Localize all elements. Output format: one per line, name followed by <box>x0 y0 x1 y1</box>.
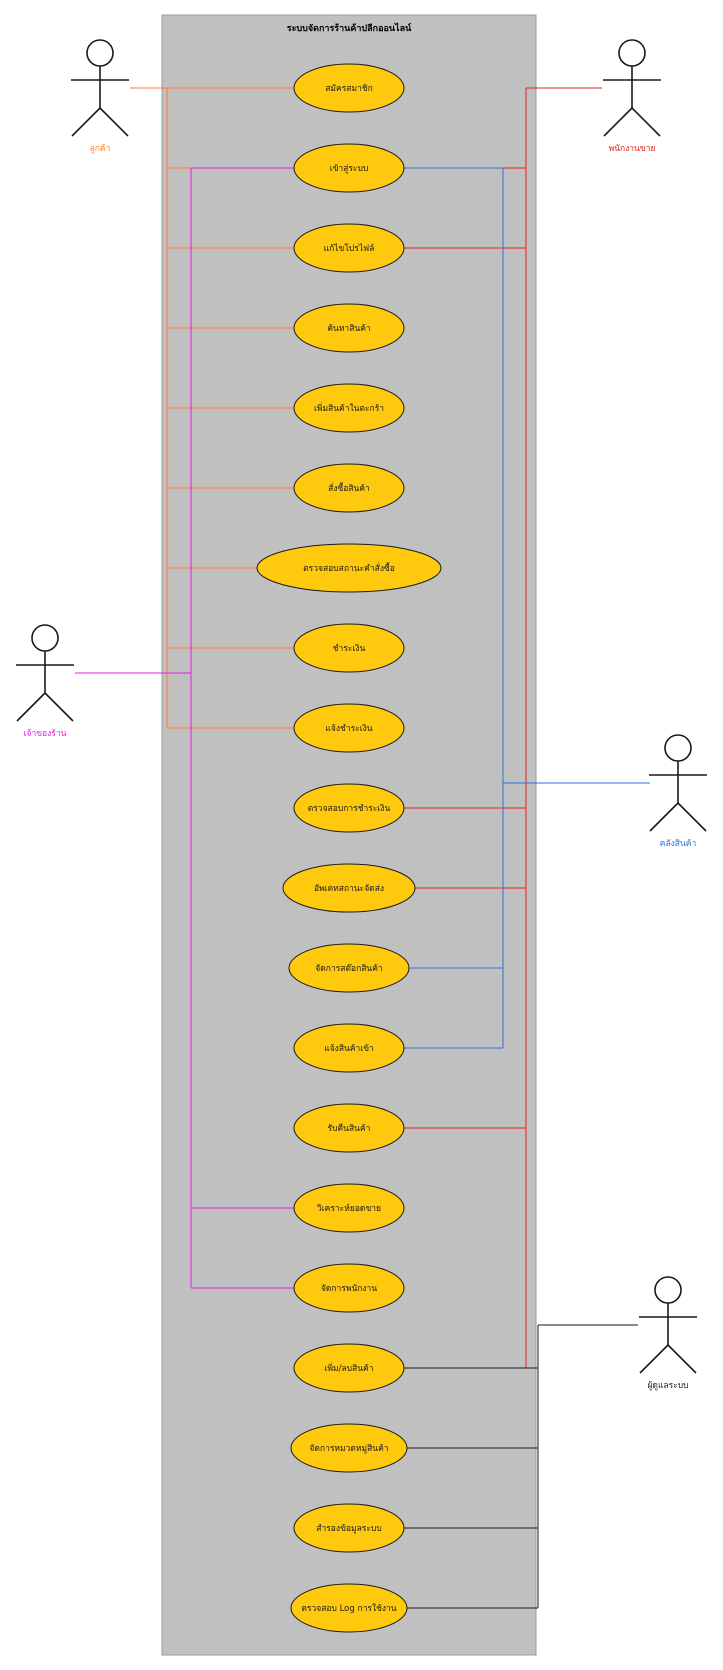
actor-leg-icon <box>631 107 661 137</box>
use-case-label: จัดการหมวดหมู่สินค้า <box>309 1443 388 1454</box>
use-case-edit-profile: แก้ไขโปรไฟล์ <box>293 223 405 273</box>
use-case-notify-pay: แจ้งชำระเงิน <box>293 703 405 753</box>
use-case-label: รับคืนสินค้า <box>328 1123 371 1134</box>
use-case-ellipse <box>293 1263 405 1313</box>
use-case-stock: จัดการสต๊อกสินค้า <box>288 943 410 993</box>
use-case-label: แจ้งสินค้าเข้า <box>324 1043 374 1054</box>
actors: ลูกค้า พนักงานขายเจ้าของร้านคลังสินค้าผู้… <box>16 39 707 1391</box>
use-case-label: วิเคราะห์ยอดขาย <box>317 1203 381 1214</box>
use-case-ellipse <box>293 783 405 833</box>
use-case-check-pay: ตรวจสอบการชำระเงิน <box>293 783 405 833</box>
use-case-return: รับคืนสินค้า <box>293 1103 405 1153</box>
actor-leg-icon <box>71 107 101 137</box>
use-case-ellipse <box>293 623 405 673</box>
use-case-label: ค้นหาสินค้า <box>327 323 370 334</box>
actor-leg-icon <box>16 692 46 722</box>
use-case-label: จัดการสต๊อกสินค้า <box>315 963 382 974</box>
use-case-check-order: ตรวจสอบสถานะคำสั่งซื้อ <box>256 543 442 593</box>
use-case-ellipse <box>293 1343 405 1393</box>
use-case-label: เพิ่มสินค้าในตะกร้า <box>314 402 384 414</box>
use-cases: สมัครสมาชิกเข้าสู่ระบบแก้ไขโปรไฟล์ค้นหาส… <box>256 63 442 1633</box>
use-case-order: สั่งซื้อสินค้า <box>293 463 405 513</box>
use-case-update-ship: อัพเดทสถานะจัดส่ง <box>282 863 416 913</box>
use-case-search: ค้นหาสินค้า <box>293 303 405 353</box>
actor-head-icon <box>654 1276 682 1304</box>
use-case-ellipse <box>293 463 405 513</box>
association-lines <box>75 87 650 1609</box>
actor-leg-icon <box>667 1344 697 1374</box>
use-case-backup: สำรองข้อมูลระบบ <box>293 1503 405 1553</box>
actor-label: ผู้ดูแลระบบ <box>647 1380 688 1391</box>
use-case-ellipse <box>293 383 405 433</box>
use-case-ellipse <box>293 1183 405 1233</box>
use-case-label: เข้าสู่ระบบ <box>330 163 369 174</box>
use-case-ellipse <box>288 943 410 993</box>
use-case-ellipse <box>293 1023 405 1073</box>
use-case-label: ชำระเงิน <box>333 644 366 654</box>
use-case-label: สั่งซื้อสินค้า <box>328 482 370 494</box>
actor-leg-icon <box>649 802 679 832</box>
use-case-label: จัดการพนักงาน <box>321 1284 377 1294</box>
use-case-label: ตรวจสอบสถานะคำสั่งซื้อ <box>303 562 395 574</box>
use-case-ellipse <box>293 223 405 273</box>
actor-head-icon <box>86 39 114 67</box>
use-case-staff: จัดการพนักงาน <box>293 1263 405 1313</box>
actor-head-icon <box>618 39 646 67</box>
use-case-ellipse <box>282 863 416 913</box>
use-case-pay: ชำระเงิน <box>293 623 405 673</box>
actor-leg-icon <box>99 107 129 137</box>
use-case-category: จัดการหมวดหมู่สินค้า <box>290 1423 408 1473</box>
use-case-ellipse <box>293 1103 405 1153</box>
actor-leg-icon <box>44 692 74 722</box>
actor-admin: ผู้ดูแลระบบ <box>639 1276 697 1391</box>
actor-head-icon <box>664 734 692 762</box>
actor-owner: เจ้าของร้าน <box>16 624 74 739</box>
actor-head-icon <box>31 624 59 652</box>
actor-leg-icon <box>639 1344 669 1374</box>
actor-label: พนักงานขาย <box>609 144 656 154</box>
use-case-ellipse <box>256 543 442 593</box>
use-case-ellipse <box>293 63 405 113</box>
actor-sales: พนักงานขาย <box>603 39 661 154</box>
use-case-label: ตรวจสอบการชำระเงิน <box>308 804 391 814</box>
use-case-ellipse <box>290 1583 408 1633</box>
use-case-log: ตรวจสอบ Log การใช้งาน <box>290 1583 408 1633</box>
use-case-ellipse <box>293 703 405 753</box>
use-case-ellipse <box>293 303 405 353</box>
use-case-ellipse <box>290 1423 408 1473</box>
actor-leg-icon <box>603 107 633 137</box>
use-case-register: สมัครสมาชิก <box>293 63 405 113</box>
actor-label: คลังสินค้า <box>660 838 697 849</box>
actor-customer: ลูกค้า <box>71 39 129 154</box>
use-case-ellipse <box>293 143 405 193</box>
actor-leg-icon <box>677 802 707 832</box>
use-case-login: เข้าสู่ระบบ <box>293 143 405 193</box>
actor-label: เจ้าของร้าน <box>24 728 67 739</box>
use-case-ellipse <box>293 1503 405 1553</box>
use-case-label: สำรองข้อมูลระบบ <box>316 1523 381 1534</box>
use-case-notify-in: แจ้งสินค้าเข้า <box>293 1023 405 1073</box>
use-case-label: แจ้งชำระเงิน <box>325 723 372 734</box>
system-title: ระบบจัดการร้านค้าปลีกออนไลน์ <box>287 22 412 34</box>
use-case-label: แก้ไขโปรไฟล์ <box>324 243 375 254</box>
use-case-label: ตรวจสอบ Log การใช้งาน <box>301 1603 396 1614</box>
actor-warehouse: คลังสินค้า <box>649 734 707 849</box>
use-case-label: เพิ่ม/ลบสินค้า <box>324 1362 373 1374</box>
use-case-add-cart: เพิ่มสินค้าในตะกร้า <box>293 383 405 433</box>
use-case-label: สมัครสมาชิก <box>325 84 373 94</box>
actor-label: ลูกค้า <box>90 143 111 154</box>
use-case-label: อัพเดทสถานะจัดส่ง <box>314 884 384 894</box>
use-case-analyze: วิเคราะห์ยอดขาย <box>293 1183 405 1233</box>
use-case-add-del: เพิ่ม/ลบสินค้า <box>293 1343 405 1393</box>
